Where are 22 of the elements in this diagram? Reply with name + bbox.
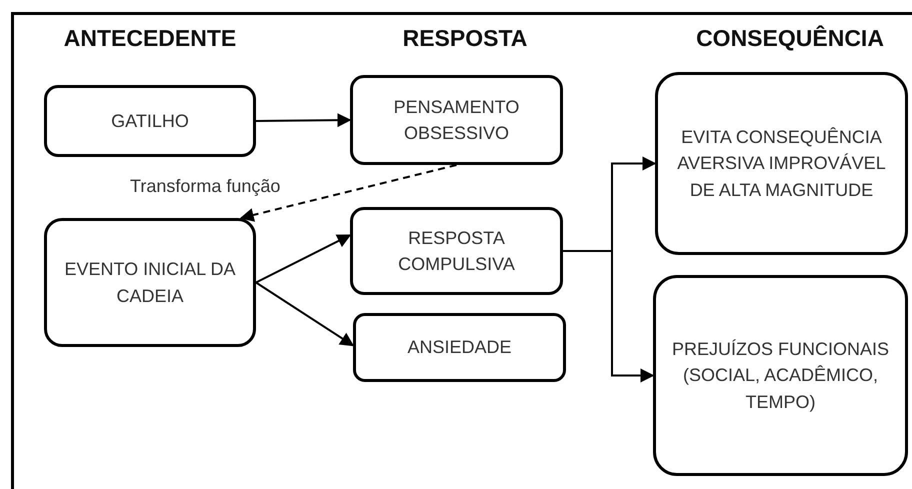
edge-label: Transforma função [128,176,282,197]
rounded-box [353,313,566,382]
column-header: CONSEQUÊNCIA [696,25,884,52]
box-label: EVENTO INICIAL DA CADEIA [63,258,237,308]
box-label: PREJUÍZOS FUNCIONAIS (SOCIAL, ACADÊMICO, TEMPO) [670,338,890,414]
box-label: PENSAMENTO OBSESSIVO [392,96,520,145]
rounded-box [350,207,563,295]
column-header: ANTECEDENTE [64,25,236,52]
rounded-box [44,218,256,347]
arrow [256,113,352,128]
arrow [256,234,352,284]
rounded-box [653,275,908,476]
rounded-box [655,72,908,255]
rounded-box [44,85,256,157]
box-label: ANSIEDADE [407,336,512,360]
box-label: EVITA CONSEQUÊNCIA AVERSIVA IMPROVÁVEL DE ALTA MAGNITUDE [676,126,887,202]
column-header: RESPOSTA [402,25,528,52]
box-label: RESPOSTA COMPULSIVA [397,226,516,276]
arrow [255,282,354,346]
dashed-arrow [240,164,457,222]
box-label: GATILHO [111,110,189,133]
rounded-box [350,75,563,165]
